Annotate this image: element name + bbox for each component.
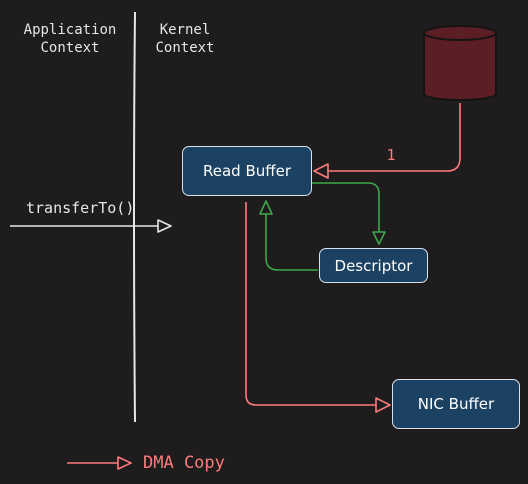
dma-arrow-read-buffer-to-nic bbox=[245, 202, 376, 406]
step-number-label: 1 bbox=[386, 146, 396, 164]
dma-arrowhead-nic-buffer bbox=[375, 397, 391, 413]
descriptor-arrowhead-read-buffer bbox=[259, 200, 273, 215]
application-context-label: Application Context bbox=[20, 21, 120, 57]
descriptor-arrow-from-read-buffer bbox=[312, 182, 380, 232]
dma-arrowhead-read-buffer bbox=[313, 163, 329, 179]
transfer-call-label: transferTo() bbox=[26, 199, 135, 217]
transfer-call-arrowhead bbox=[157, 219, 172, 233]
kernel-context-line2: Context bbox=[155, 40, 215, 56]
descriptor-arrowhead-descriptor bbox=[372, 231, 386, 245]
application-context-line1: Application bbox=[23, 22, 117, 38]
read-buffer-node: Read Buffer bbox=[182, 146, 312, 196]
descriptor-node: Descriptor bbox=[319, 248, 428, 283]
kernel-context-label: Kernel Context bbox=[140, 21, 230, 57]
nic-buffer-node: NIC Buffer bbox=[392, 379, 520, 429]
dma-arrow-disk-to-read-buffer bbox=[328, 103, 461, 172]
legend-dma-copy-label: DMA Copy bbox=[143, 453, 225, 473]
legend-dma-arrowhead bbox=[117, 456, 132, 470]
descriptor-arrow-to-read-buffer bbox=[265, 214, 318, 271]
disk-cylinder bbox=[423, 25, 497, 101]
context-divider-line bbox=[133, 11, 136, 423]
application-context-line2: Context bbox=[40, 40, 100, 56]
kernel-context-line1: Kernel bbox=[159, 22, 211, 38]
